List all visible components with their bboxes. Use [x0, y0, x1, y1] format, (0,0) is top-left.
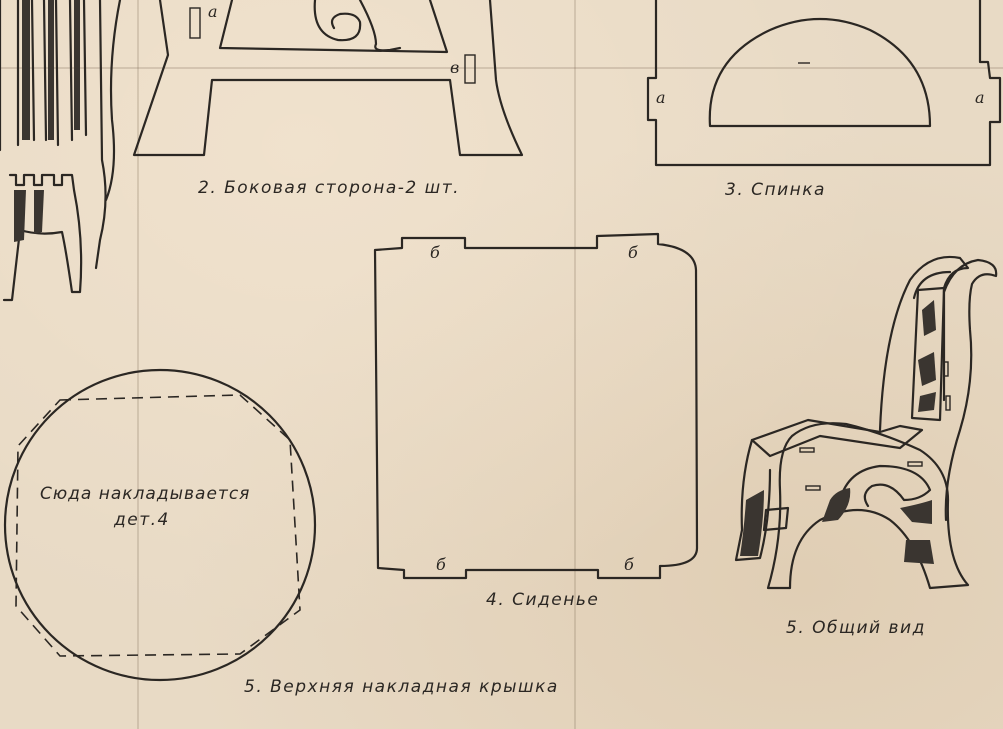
mark-b: б: [628, 243, 638, 262]
cover-note-line2: дет.4: [114, 510, 170, 530]
caption-seat: 4. Сиденье: [486, 590, 600, 610]
cover-note-line1: Сюда накладывается: [40, 484, 251, 504]
mark-b: б: [430, 243, 440, 262]
caption-overall: 5. Общий вид: [786, 618, 926, 638]
caption-side: 2. Боковая сторона-2 шт.: [198, 178, 461, 198]
bench-overall-view: [734, 255, 998, 590]
mark-a: а: [656, 88, 666, 107]
part-seat: [373, 232, 699, 580]
mark-b: б: [436, 555, 446, 574]
mark-b: б: [624, 555, 634, 574]
mark-a: а: [975, 88, 985, 107]
caption-cover: 5. Верхняя накладная крышка: [244, 677, 559, 697]
part-back: [646, 0, 1002, 167]
mark-v: в: [450, 58, 460, 77]
part-side: [132, 0, 524, 157]
partial-part-left: [0, 0, 122, 302]
mark-a: а: [208, 2, 218, 21]
caption-back: 3. Спинка: [725, 180, 826, 200]
part-cover: [3, 368, 317, 682]
